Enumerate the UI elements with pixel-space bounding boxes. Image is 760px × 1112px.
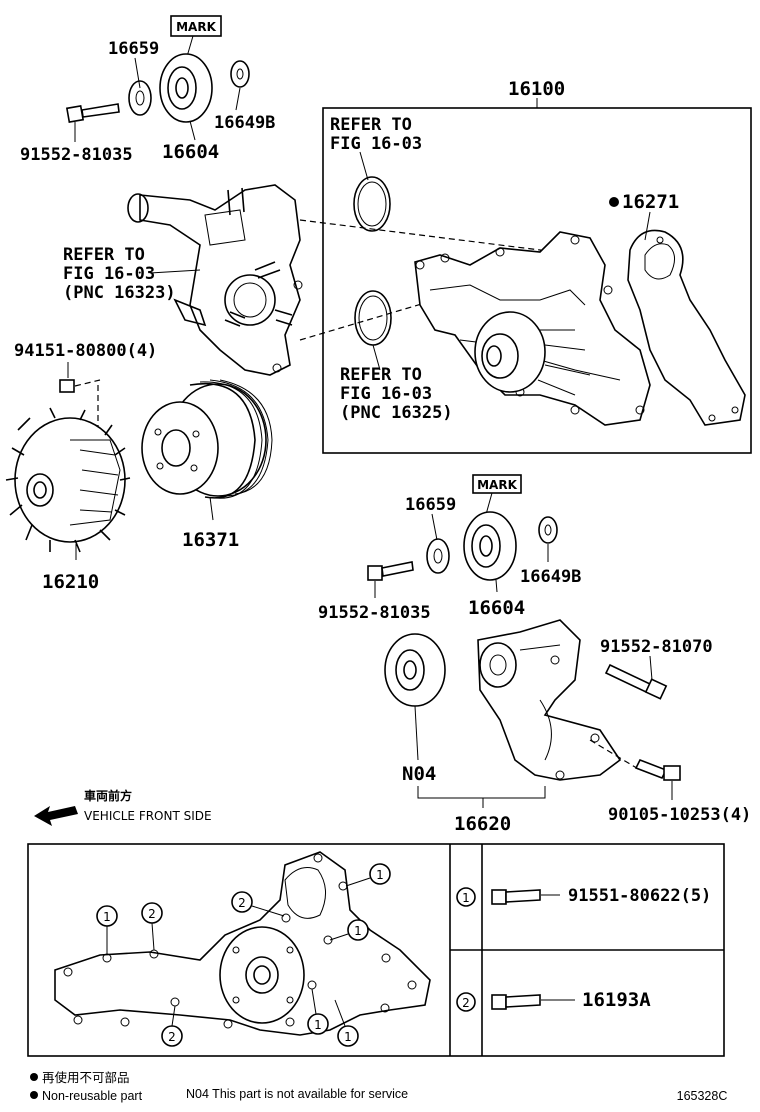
part-16371: 16371	[182, 529, 239, 551]
part-16604-mid: 16604	[468, 597, 525, 619]
pulley-16371	[141, 379, 273, 499]
part-16659-mid: 16659	[405, 495, 456, 515]
part-90105-10253: 90105-10253(4)	[608, 805, 751, 825]
footer-nonreusable-jp: 再使用不可部品	[42, 1070, 130, 1085]
idler-pulley-group-mid: MARK 16659 16604 16649B 91552-81035	[318, 474, 581, 623]
svg-text:1: 1	[103, 910, 111, 924]
footer-nonreusable-en: Non-reusable part	[42, 1089, 143, 1103]
legend-callout-1	[456, 887, 476, 907]
footer-dot-en	[30, 1091, 38, 1099]
svg-text:1: 1	[344, 1030, 352, 1044]
callout-1-c: 1	[329, 919, 369, 941]
non-reusable-dot-16271	[609, 197, 619, 207]
washer-16659-top	[128, 80, 152, 116]
refer-c-line2: FIG 16-03	[340, 384, 432, 404]
washer-16649b-mid	[538, 516, 558, 544]
washer-16659-mid	[426, 538, 450, 574]
mark-label-top: MARK	[176, 20, 216, 34]
o-ring-lower	[354, 290, 392, 346]
gasket-16271	[627, 229, 746, 426]
fan-clutch-16210	[5, 407, 131, 553]
part-16659-top: 16659	[108, 39, 159, 59]
refer-b-line1: REFER TO	[63, 245, 145, 265]
svg-text:2: 2	[148, 907, 156, 921]
refer-a-line1: REFER TO	[330, 115, 412, 135]
part-16620: 16620	[454, 813, 511, 835]
vehicle-front-arrow	[34, 806, 78, 826]
callout-1-e: 1	[334, 999, 359, 1047]
water-pump-body	[414, 231, 651, 426]
vehicle-front-jp: 車両前方	[84, 788, 132, 803]
svg-text:2: 2	[168, 1030, 176, 1044]
svg-text:1: 1	[354, 924, 362, 938]
callout-1-a: 1	[96, 905, 118, 955]
bolt-91552-81035-top	[65, 103, 120, 124]
svg-text:1: 1	[376, 868, 384, 882]
legend-callout-2	[456, 992, 476, 1012]
legend-callout-1-text: 1	[462, 891, 470, 905]
refer-b-line3: (PNC 16323)	[63, 283, 176, 303]
part-16649b-top: 16649B	[214, 113, 275, 133]
part-16271: 16271	[622, 191, 679, 213]
mark-label-mid: MARK	[477, 478, 517, 492]
footer-dot-jp	[30, 1073, 38, 1081]
figure-code: 165328C	[677, 1089, 728, 1103]
bolt-91552-81070	[604, 663, 668, 700]
part-91552-81035-mid: 91552-81035	[318, 603, 431, 623]
footer-n04-note: N04 This part is not available for servi…	[186, 1087, 408, 1101]
callout-2-b: 2	[231, 891, 285, 917]
vehicle-front-en: VEHICLE FRONT SIDE	[84, 809, 212, 823]
refer-c-line3: (PNC 16325)	[340, 403, 453, 423]
idler-pulley-group-top: MARK 16659 16604 16649B 91552-81035	[20, 15, 275, 165]
tensioner-pulley-n04	[384, 633, 446, 707]
mark-box-mid	[472, 474, 522, 494]
part-16649b-mid: 16649B	[520, 567, 581, 587]
pump-bolt-location-outline	[54, 851, 431, 1036]
part-16210: 16210	[42, 571, 99, 593]
mark-box-top	[170, 15, 222, 37]
refer-c-line1: REFER TO	[340, 365, 422, 385]
part-16100: 16100	[508, 78, 565, 100]
callout-2-a: 2	[141, 902, 163, 951]
part-n04: N04	[402, 763, 436, 785]
legend-part-91551-80622: 91551-80622(5)	[568, 886, 711, 906]
legend-callout-2-text: 2	[462, 996, 470, 1010]
refer-b-line2: FIG 16-03	[63, 264, 155, 284]
part-16604-top: 16604	[162, 141, 219, 163]
bolt-90105-10253	[634, 758, 681, 781]
o-ring-upper	[353, 176, 391, 232]
bolt-91552-81035-mid	[367, 561, 414, 581]
nut-94151	[59, 379, 75, 393]
bolt-16193a	[491, 994, 541, 1010]
callout-1-b: 1	[345, 863, 391, 887]
callout-2-c: 2	[161, 1005, 183, 1047]
refer-a-line2: FIG 16-03	[330, 134, 422, 154]
callout-1-d: 1	[307, 988, 329, 1035]
part-91552-81070: 91552-81070	[600, 637, 713, 657]
svg-text:2: 2	[238, 896, 246, 910]
water-inlet-housing	[127, 184, 303, 376]
bolt-91551-80622	[491, 889, 541, 905]
tensioner-16620	[384, 619, 622, 781]
legend-part-16193a: 16193A	[582, 989, 651, 1011]
part-94151-80800: 94151-80800(4)	[14, 341, 157, 361]
part-91552-81035-top: 91552-81035	[20, 145, 133, 165]
washer-16649b-top	[230, 60, 250, 88]
svg-text:1: 1	[314, 1018, 322, 1032]
